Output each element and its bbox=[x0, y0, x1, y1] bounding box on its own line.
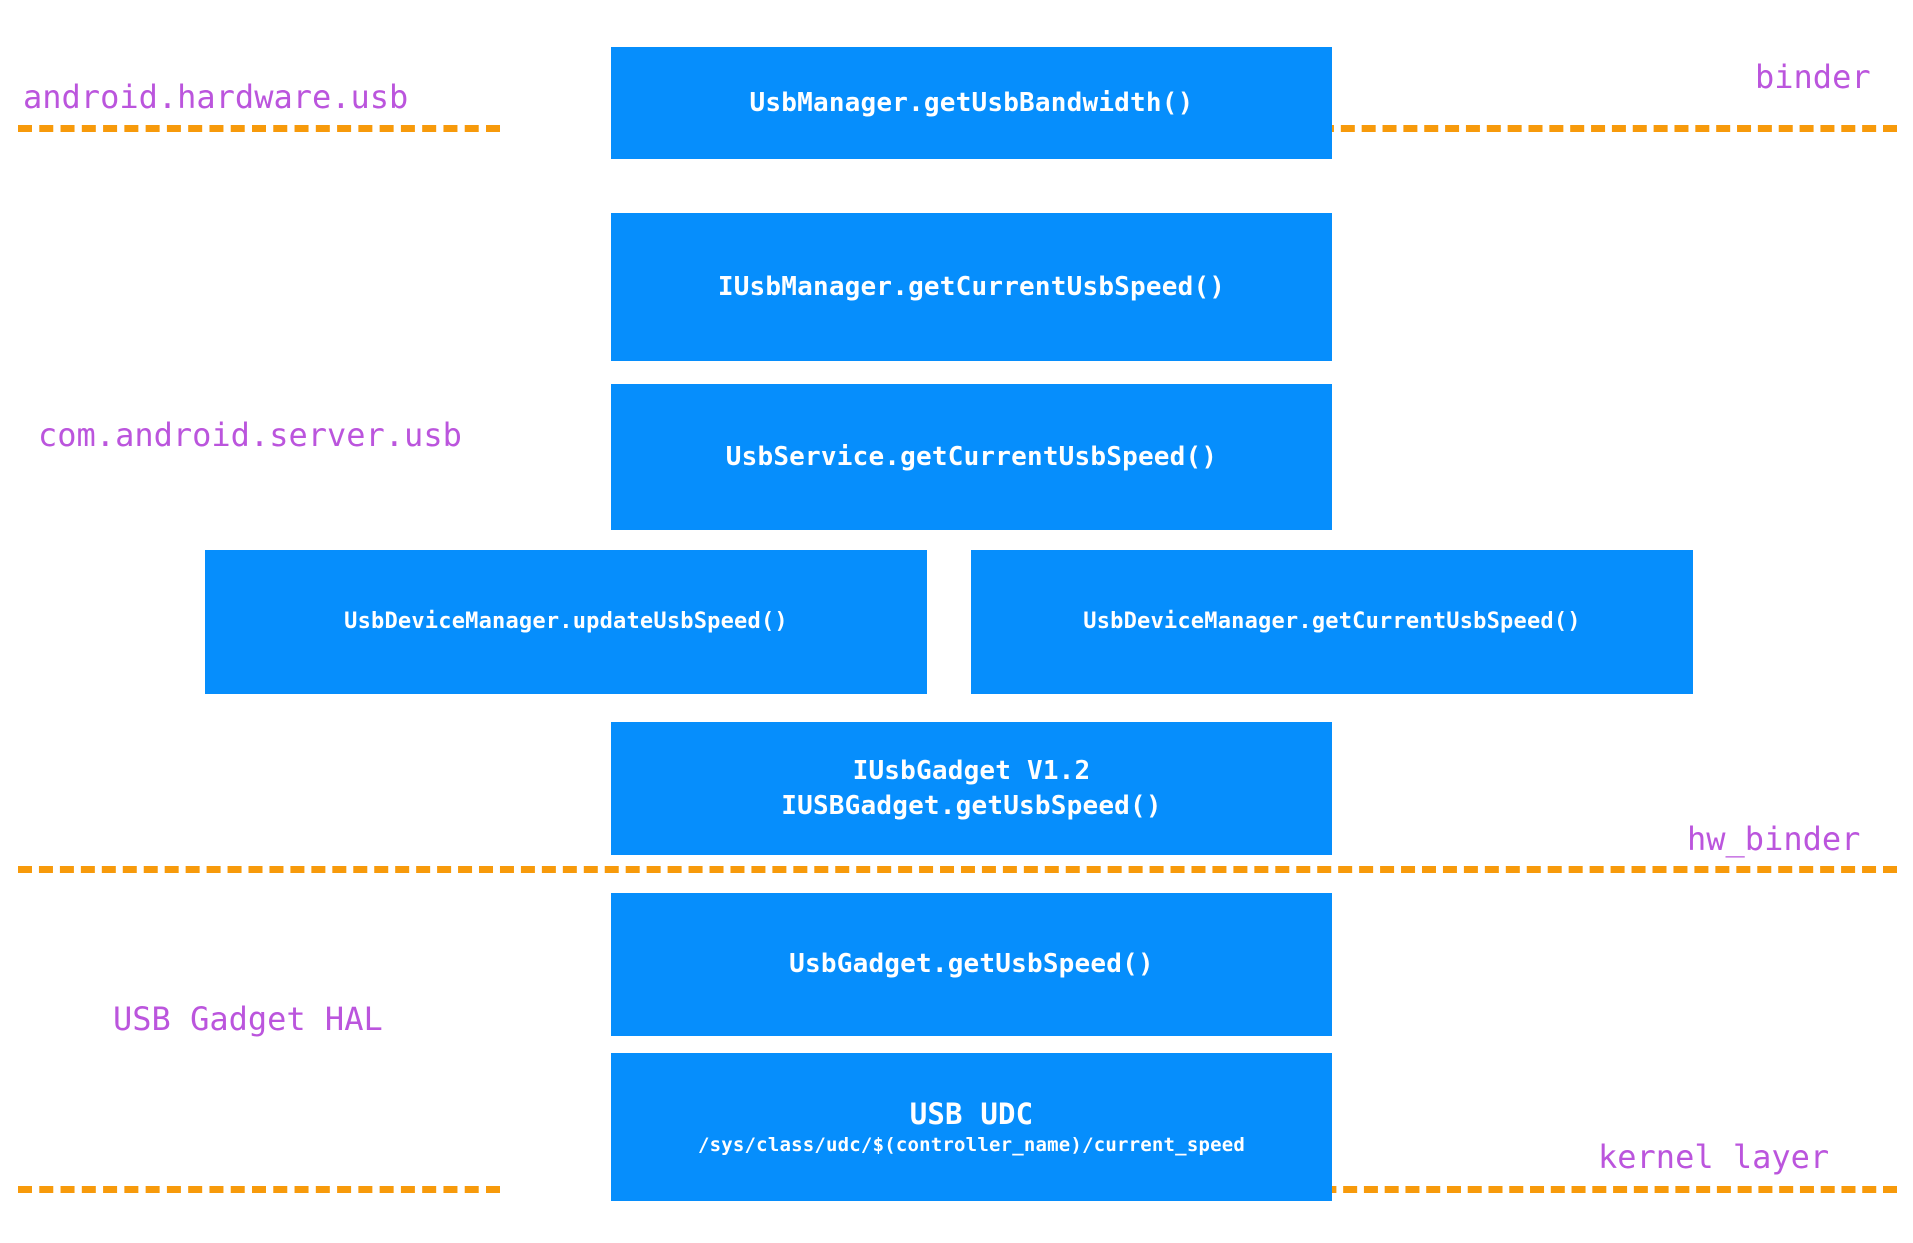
layer-label-kernel-layer: kernel layer bbox=[1598, 1138, 1830, 1176]
box-iusb-gadget-v12[interactable]: IUsbGadget V1.2 IUSBGadget.getUsbSpeed() bbox=[611, 722, 1332, 855]
box-usb-service-get-current-usb-speed[interactable]: UsbService.getCurrentUsbSpeed() bbox=[611, 384, 1332, 530]
layer-label-android-hardware-usb: android.hardware.usb bbox=[23, 78, 409, 116]
layer-label-usb-gadget-hal: USB Gadget HAL bbox=[113, 1000, 383, 1038]
box-label: UsbManager.getUsbBandwidth() bbox=[749, 87, 1194, 118]
box-label: IUsbManager.getCurrentUsbSpeed() bbox=[717, 271, 1226, 302]
box-label: UsbDeviceManager.updateUsbSpeed() bbox=[344, 609, 788, 635]
divider-binder-right bbox=[1174, 125, 1897, 132]
layer-label-hw-binder: hw_binder bbox=[1687, 820, 1861, 858]
box-label-line1: IUsbGadget V1.2 bbox=[852, 756, 1091, 787]
divider-kernel-layer-left bbox=[18, 1186, 500, 1193]
box-label: UsbDeviceManager.getCurrentUsbSpeed() bbox=[1083, 609, 1581, 635]
layer-label-com-android-server-usb: com.android.server.usb bbox=[38, 416, 462, 454]
box-usb-manager-get-usb-bandwidth[interactable]: UsbManager.getUsbBandwidth() bbox=[611, 47, 1332, 159]
box-label: UsbGadget.getUsbSpeed() bbox=[789, 949, 1154, 980]
box-iusb-manager-get-current-usb-speed[interactable]: IUsbManager.getCurrentUsbSpeed() bbox=[611, 213, 1332, 361]
box-label-line2: /sys/class/udc/$(controller_name)/curren… bbox=[697, 1134, 1246, 1157]
box-usb-device-manager-update-usb-speed[interactable]: UsbDeviceManager.updateUsbSpeed() bbox=[205, 550, 927, 694]
box-usb-udc[interactable]: USB UDC /sys/class/udc/$(controller_name… bbox=[611, 1053, 1332, 1201]
box-usb-device-manager-get-current-usb-speed[interactable]: UsbDeviceManager.getCurrentUsbSpeed() bbox=[971, 550, 1693, 694]
box-usb-gadget-get-usb-speed[interactable]: UsbGadget.getUsbSpeed() bbox=[611, 893, 1332, 1036]
divider-hw-binder bbox=[18, 866, 1897, 873]
box-label-line1: USB UDC bbox=[909, 1097, 1034, 1132]
box-label-line2: IUSBGadget.getUsbSpeed() bbox=[781, 790, 1162, 821]
box-label: UsbService.getCurrentUsbSpeed() bbox=[725, 441, 1218, 472]
layer-label-binder: binder bbox=[1755, 58, 1871, 96]
divider-kernel-layer-right bbox=[1094, 1186, 1897, 1193]
divider-binder-left bbox=[18, 125, 500, 132]
